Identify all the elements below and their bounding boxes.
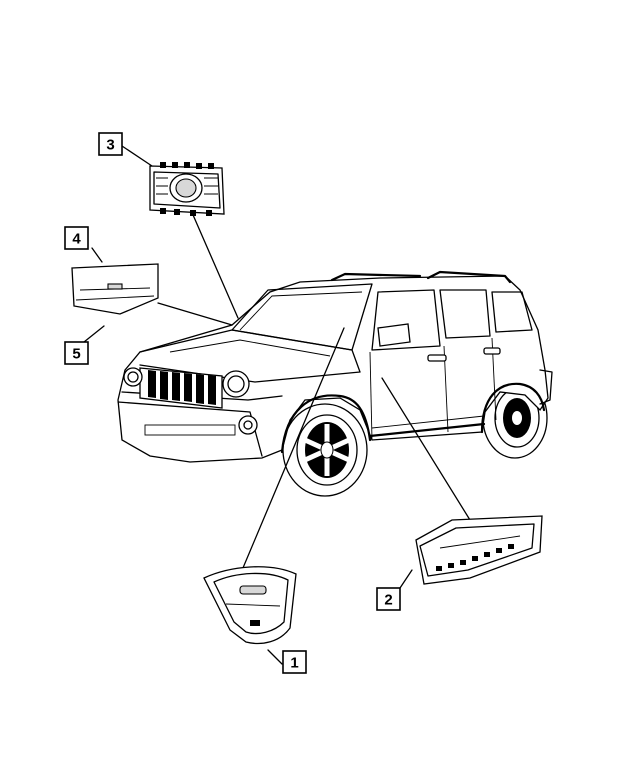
callout-3: 3 — [98, 132, 123, 156]
part-1-driver-airbag — [203, 566, 297, 645]
callout-3-label: 3 — [106, 137, 114, 154]
callout-2: 2 — [376, 587, 401, 611]
vehicle-illustration — [117, 270, 553, 497]
callout-1-label: 1 — [290, 655, 298, 672]
part-4-5-curtain-cover — [71, 263, 159, 315]
part-2-passenger-airbag — [415, 515, 543, 585]
callout-5: 5 — [64, 341, 89, 365]
callout-4: 4 — [64, 226, 89, 250]
front-wheel — [282, 403, 368, 497]
callout-1: 1 — [282, 650, 307, 674]
callout-4-label: 4 — [72, 231, 81, 248]
callout-5-label: 5 — [72, 346, 80, 363]
part-3-airbag-module — [149, 162, 225, 216]
grille — [139, 367, 223, 409]
callout-2-label: 2 — [384, 592, 392, 609]
leader-lines — [83, 145, 471, 665]
